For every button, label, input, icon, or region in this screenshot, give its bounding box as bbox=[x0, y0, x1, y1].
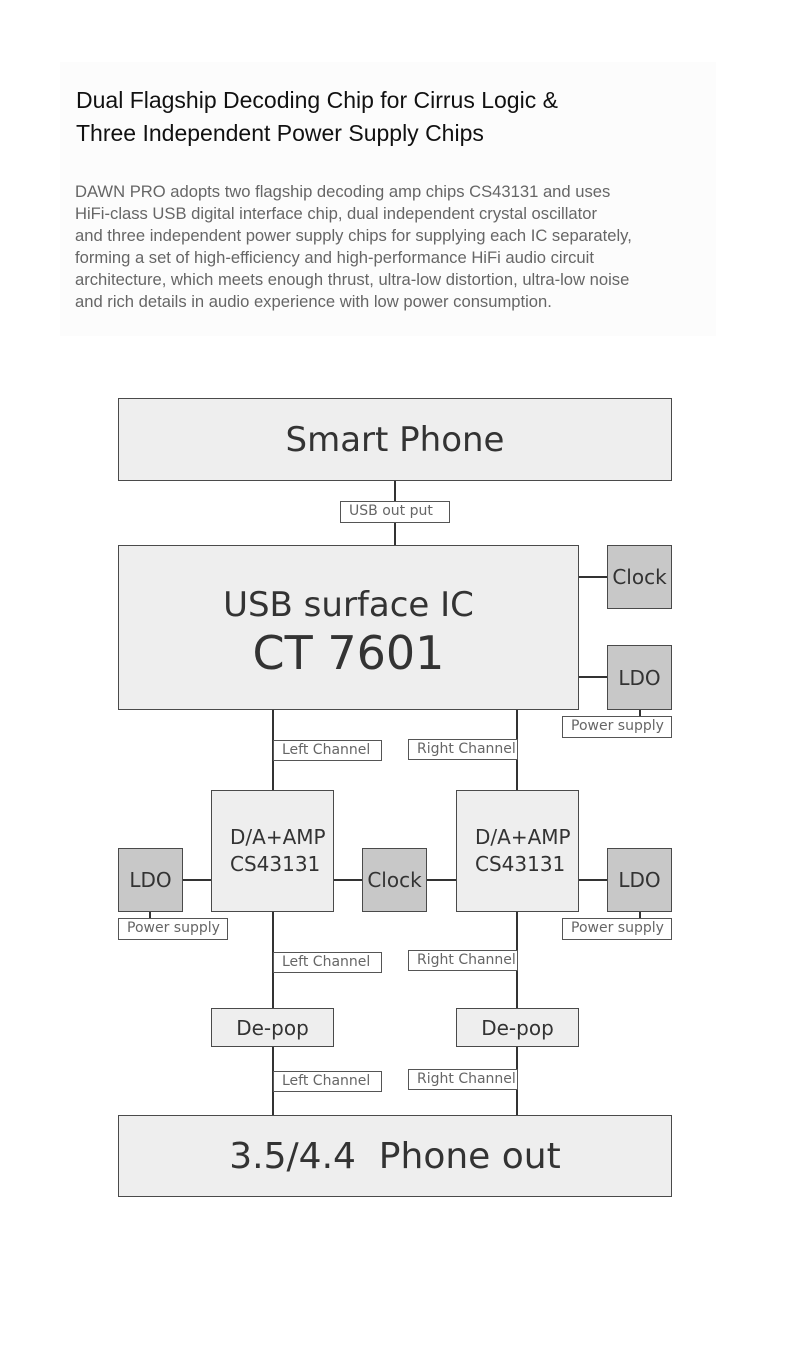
dac-block-right: D/A+AMP CS43131 bbox=[456, 790, 579, 912]
heading-line-1: Dual Flagship Decoding Chip for Cirrus L… bbox=[76, 87, 558, 113]
connector bbox=[639, 710, 641, 718]
depop-block-right: De-pop bbox=[456, 1008, 579, 1047]
connector bbox=[579, 576, 607, 578]
clock-block-middle: Clock bbox=[362, 848, 427, 912]
ldo-label: LDO bbox=[129, 868, 172, 892]
desc-line: architecture, which meets enough thrust,… bbox=[75, 270, 630, 289]
left-channel-text: Left Channel bbox=[282, 1073, 371, 1089]
usb-out-text: USB out put bbox=[349, 503, 433, 519]
power-supply-text: Power supply bbox=[571, 718, 664, 734]
dac-line-1: D/A+AMP bbox=[230, 825, 326, 849]
smart-phone-block: Smart Phone bbox=[118, 398, 672, 481]
connector bbox=[579, 879, 607, 881]
clock-label: Clock bbox=[612, 565, 667, 589]
depop-label: De-pop bbox=[236, 1015, 309, 1040]
intro-panel bbox=[60, 62, 716, 336]
desc-line: DAWN PRO adopts two flagship decoding am… bbox=[75, 182, 611, 201]
ldo-block-left: LDO bbox=[118, 848, 183, 912]
dac-line-2: CS43131 bbox=[230, 852, 321, 876]
right-channel-label: Right Channel bbox=[408, 1069, 518, 1090]
smart-phone-label: Smart Phone bbox=[285, 419, 505, 460]
right-channel-text: Right Channel bbox=[417, 952, 516, 968]
depop-label: De-pop bbox=[481, 1015, 554, 1040]
clock-label: Clock bbox=[367, 868, 422, 892]
power-supply-label: Power supply bbox=[562, 918, 672, 940]
connector bbox=[579, 676, 607, 678]
power-supply-label: Power supply bbox=[118, 918, 228, 940]
right-channel-label: Right Channel bbox=[408, 950, 518, 971]
power-supply-text: Power supply bbox=[127, 920, 220, 936]
dac-line-1: D/A+AMP bbox=[475, 825, 571, 849]
dac-block-left: D/A+AMP CS43131 bbox=[211, 790, 334, 912]
ldo-label: LDO bbox=[618, 868, 661, 892]
phone-out-block: 3.5/4.4 Phone out bbox=[118, 1115, 672, 1197]
right-channel-text: Right Channel bbox=[417, 741, 516, 757]
left-channel-label: Left Channel bbox=[273, 740, 382, 761]
power-supply-text: Power supply bbox=[571, 920, 664, 936]
connector bbox=[183, 879, 213, 881]
connector bbox=[149, 912, 151, 920]
heading-line-2: Three Independent Power Supply Chips bbox=[76, 120, 484, 146]
usb-ic-line-1: USB surface IC bbox=[223, 584, 474, 625]
description: DAWN PRO adopts two flagship decoding am… bbox=[75, 181, 715, 313]
desc-line: and three independent power supply chips… bbox=[75, 226, 632, 245]
depop-block-left: De-pop bbox=[211, 1008, 334, 1047]
left-channel-label: Left Channel bbox=[273, 952, 382, 973]
desc-line: and rich details in audio experience wit… bbox=[75, 292, 552, 311]
left-channel-text: Left Channel bbox=[282, 954, 371, 970]
ldo-block-right: LDO bbox=[607, 848, 672, 912]
usb-ic-block: USB surface IC CT 7601 bbox=[118, 545, 579, 710]
connector bbox=[272, 710, 274, 1115]
connector bbox=[639, 912, 641, 920]
power-supply-label: Power supply bbox=[562, 716, 672, 738]
phone-out-label: 3.5/4.4 Phone out bbox=[229, 1135, 561, 1177]
left-channel-text: Left Channel bbox=[282, 742, 371, 758]
connector bbox=[516, 710, 518, 1115]
usb-ic-line-2: CT 7601 bbox=[252, 625, 445, 680]
usb-out-label: USB out put bbox=[340, 501, 450, 523]
ldo-block-top: LDO bbox=[607, 645, 672, 710]
left-channel-label: Left Channel bbox=[273, 1071, 382, 1092]
right-channel-label: Right Channel bbox=[408, 739, 518, 760]
clock-block-top: Clock bbox=[607, 545, 672, 609]
right-channel-text: Right Channel bbox=[417, 1071, 516, 1087]
heading: Dual Flagship Decoding Chip for Cirrus L… bbox=[76, 84, 558, 150]
ldo-label: LDO bbox=[618, 665, 661, 690]
desc-line: HiFi-class USB digital interface chip, d… bbox=[75, 204, 598, 223]
desc-line: forming a set of high-efficiency and hig… bbox=[75, 248, 594, 267]
dac-line-2: CS43131 bbox=[475, 852, 566, 876]
